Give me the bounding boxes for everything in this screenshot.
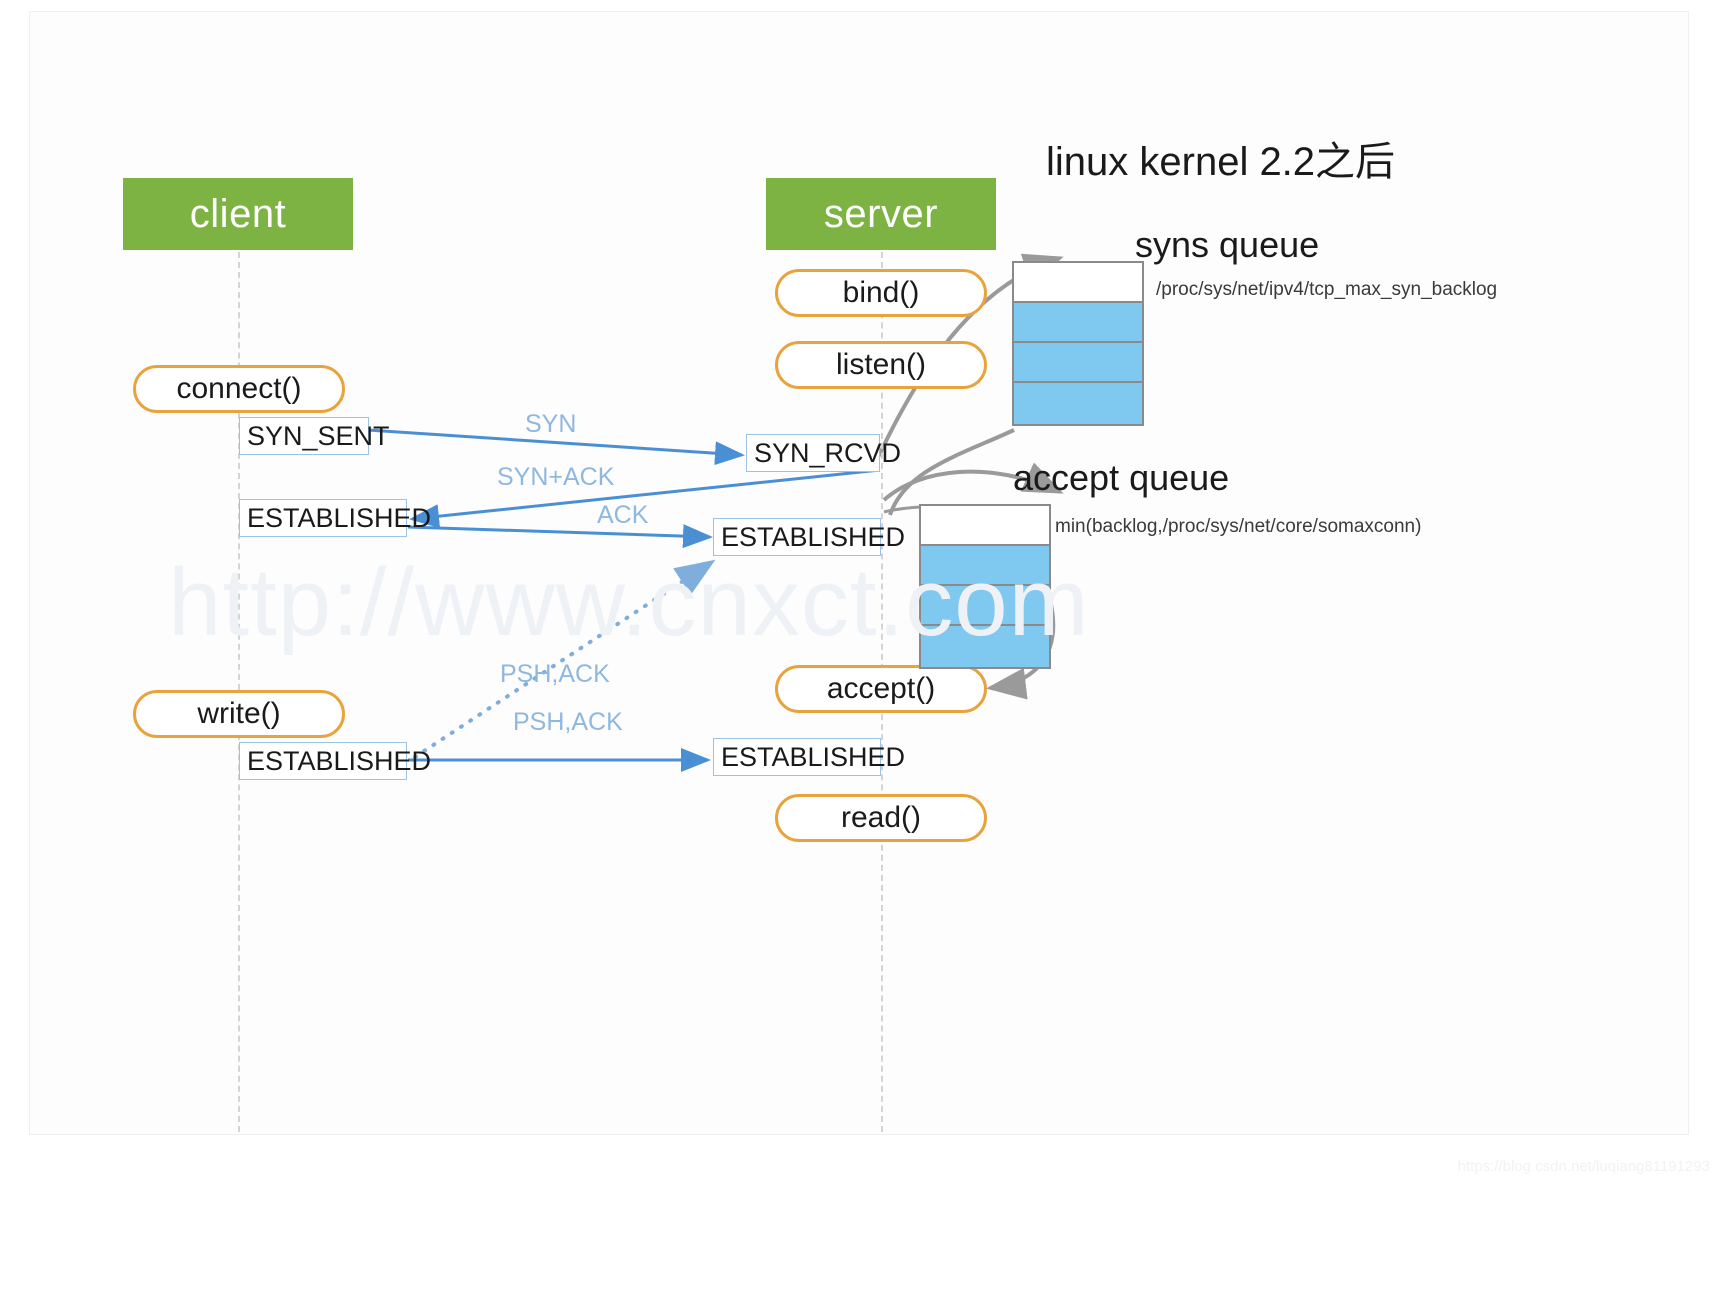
accept-queue-title: accept queue	[1013, 457, 1230, 498]
syns-queue-cell	[1012, 341, 1144, 381]
syns-queue-cell	[1012, 381, 1144, 426]
syns-queue-title: syns queue	[1135, 224, 1320, 265]
accept-queue-note: min(backlog,/proc/sys/net/core/somaxconn…	[1055, 516, 1422, 537]
syscall-pill-bind[interactable]: bind()	[775, 269, 987, 317]
packet-label-syn-ack: SYN+ACK	[497, 463, 615, 491]
state-box-server-established-1: ESTABLISHED	[713, 518, 905, 556]
syns-queue	[1012, 261, 1144, 426]
packet-label-ack: ACK	[597, 501, 649, 529]
accept-queue-cell	[919, 584, 1051, 624]
page-title: linux kernel 2.2之后	[1046, 140, 1396, 184]
syscall-pill-read[interactable]: read()	[775, 794, 987, 842]
packet-label-psh-ack-dotted: PSH,ACK	[500, 660, 610, 688]
syscall-pill-accept[interactable]: accept()	[775, 665, 987, 713]
state-box-client-established-2: ESTABLISHED	[239, 742, 431, 780]
watermark-footer: https://blog.csdn.net/luqiang81191293	[1457, 1158, 1710, 1175]
syscall-pill-write[interactable]: write()	[133, 690, 345, 738]
bottom-bar	[0, 1152, 1718, 1294]
packet-label-syn: SYN	[525, 410, 577, 438]
role-banner-server: server	[766, 178, 996, 250]
syns-queue-cell	[1012, 261, 1144, 301]
syscall-pill-listen[interactable]: listen()	[775, 341, 987, 389]
watermark-url: http://www.cnxct.com	[168, 549, 1090, 656]
state-box-client-established-1: ESTABLISHED	[239, 499, 431, 537]
state-box-server-established-2: ESTABLISHED	[713, 738, 905, 776]
syns-queue-note: /proc/sys/net/ipv4/tcp_max_syn_backlog	[1156, 279, 1498, 300]
accept-queue-cell	[919, 624, 1051, 669]
accept-queue	[919, 504, 1051, 669]
syscall-pill-connect[interactable]: connect()	[133, 365, 345, 413]
state-box-client-syn-sent: SYN_SENT	[239, 417, 390, 455]
role-banner-client: client	[123, 178, 353, 250]
syns-queue-cell	[1012, 301, 1144, 341]
state-box-server-syn-rcvd: SYN_RCVD	[746, 434, 901, 472]
accept-queue-cell	[919, 544, 1051, 584]
accept-queue-cell	[919, 504, 1051, 544]
packet-label-psh-ack-solid: PSH,ACK	[513, 708, 623, 736]
